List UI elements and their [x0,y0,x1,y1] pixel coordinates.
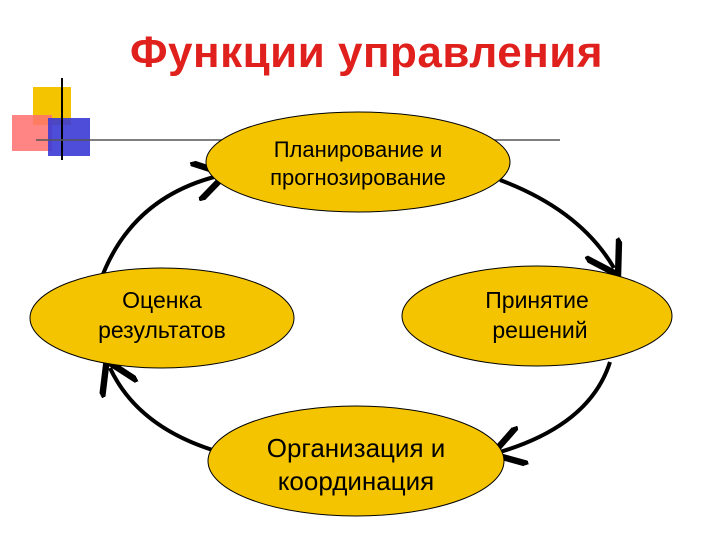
node-decisions-line2: решений [492,317,587,343]
node-decisions-shape [401,265,673,367]
deco-red-square [12,115,52,151]
node-organization-line2: координация [278,466,434,496]
deco-blue-square [48,118,90,156]
arrow-right-to-bottom [500,361,612,452]
node-planning-line2: прогнозирование [270,165,446,190]
arrow-bottom-to-left [110,368,231,457]
arrow-top-to-right [499,178,614,268]
arrow-left-to-top [98,176,218,283]
slide-title: Функции управления [130,28,603,77]
node-planning-line1: Планирование и [274,137,443,162]
node-organization-shape [207,405,505,517]
node-organization: Организация и координация [207,405,505,517]
corner-decoration [12,78,560,160]
node-organization-line1: Организация и [267,433,446,463]
node-evaluation: Оценка результатов [29,267,295,369]
node-decisions: Принятие решений [401,265,673,367]
node-planning-shape [205,111,511,213]
node-evaluation-shape [29,267,295,369]
node-planning: Планирование и прогнозирование [205,111,511,213]
node-evaluation-line1: Оценка [122,287,202,313]
node-evaluation-line2: результатов [98,317,226,343]
node-decisions-line1: Принятие [485,287,589,313]
